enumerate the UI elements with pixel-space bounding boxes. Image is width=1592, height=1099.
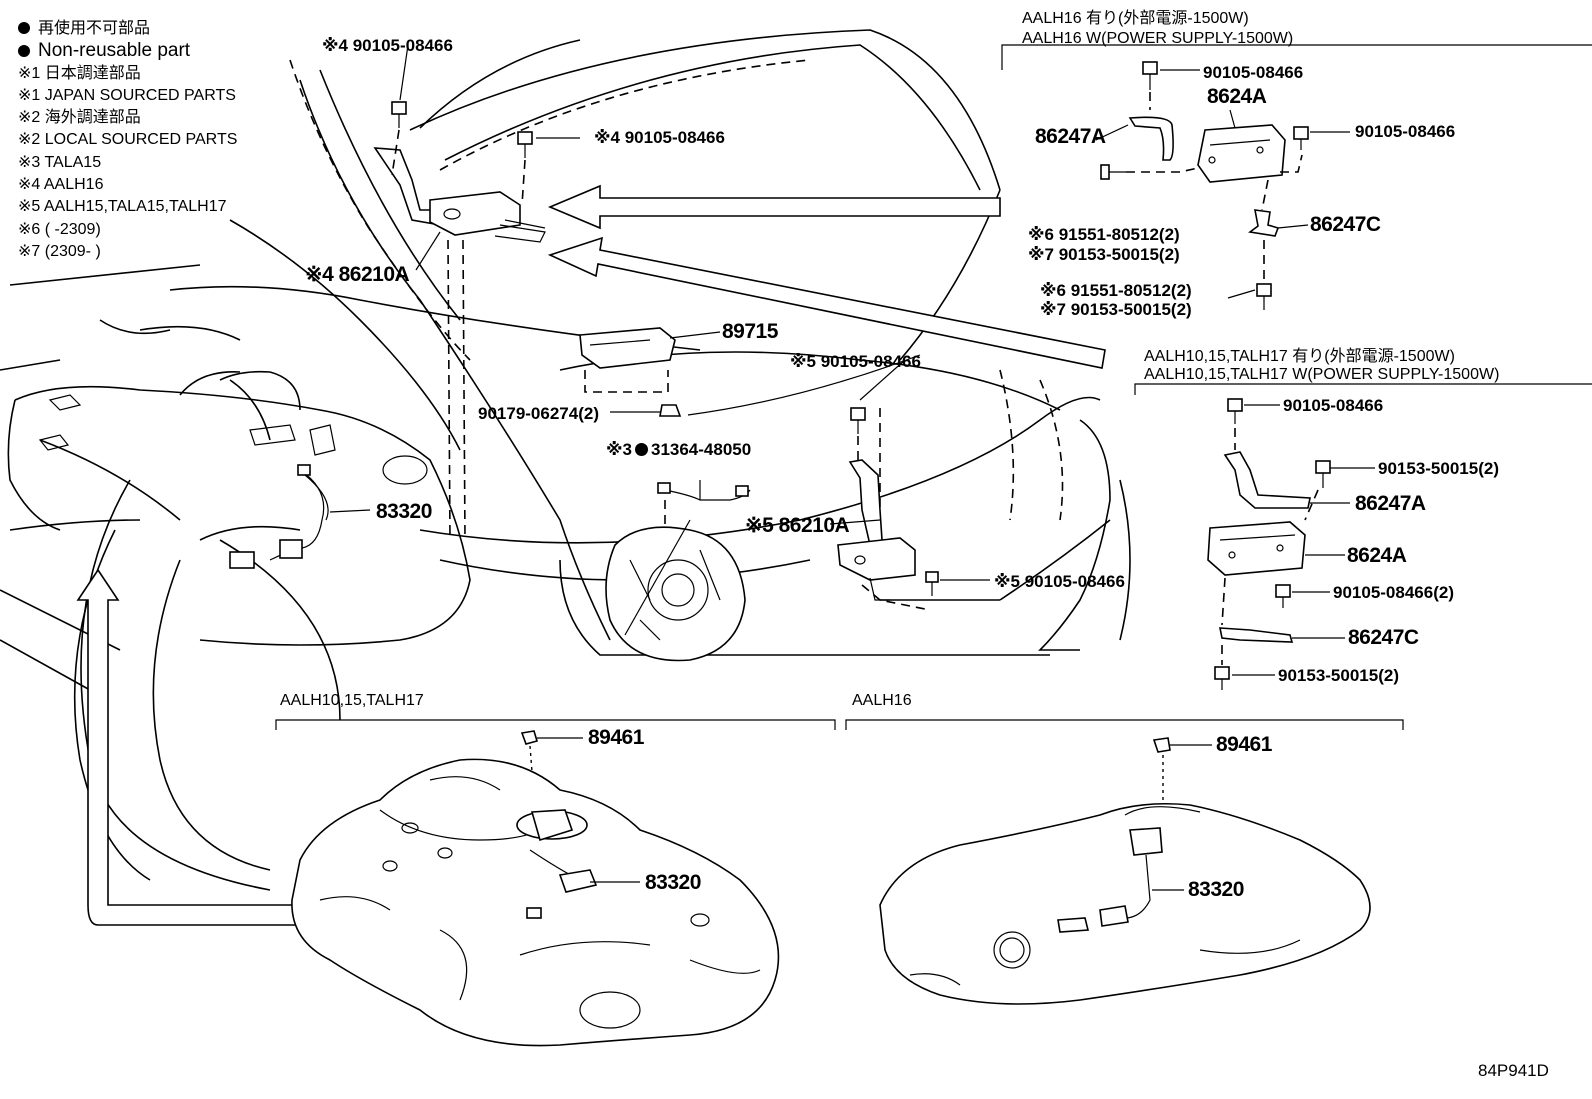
fuel-wiring-83320-main [229, 464, 371, 569]
ecu-86210a-middle [829, 359, 990, 611]
legend-note: ※3 TALA15 [18, 153, 102, 171]
part-label: 89715 [722, 320, 778, 343]
aalh16-group [1001, 44, 1592, 310]
legend-non-reusable-en: Non-reusable part [18, 40, 237, 62]
part-label: ※5 86210A [745, 514, 850, 537]
part-label: 90105-08466 [1355, 122, 1456, 141]
legend-non-reusable-ja: 再使用不可部品 [18, 18, 237, 40]
part-label: 8624A [1207, 85, 1267, 108]
part-label: ※5 90105-08466 [790, 352, 921, 371]
fuel-tank-aalh10 [275, 719, 836, 1047]
legend-note: ※2 LOCAL SOURCED PARTS [18, 131, 238, 149]
legend-note: ※2 海外調達部品 [18, 109, 141, 127]
part-number: 31364-48050 [650, 440, 752, 459]
part-label: 86247A [1355, 492, 1426, 515]
legend-text: Non-reusable part [38, 40, 191, 62]
part-label: 89461 [1216, 733, 1272, 756]
part-label: ※6 91551-80512(2) [1040, 281, 1192, 300]
part-label: 90153-50015(2) [1378, 459, 1499, 478]
part-89715 [579, 327, 921, 417]
ecu-86210a-upper [373, 44, 580, 541]
part-label: 8624A [1347, 544, 1407, 567]
legend-note: ※1 日本調達部品 [18, 64, 141, 82]
legend-note: ※5 AALH15,TALA15,TALH17 [18, 198, 227, 216]
assembly-arrows [76, 184, 1106, 926]
bullet-icon [18, 22, 30, 34]
diagram-id: 84P941D [1478, 1061, 1549, 1080]
part-label: 90105-08466 [1283, 396, 1384, 415]
part-label: 90105-08466 [1203, 63, 1304, 82]
part-label: 83320 [645, 871, 701, 894]
part-label: 89461 [588, 726, 644, 749]
part-label: ※6 91551-80512(2) [1028, 225, 1180, 244]
transmission-sensor [605, 480, 751, 662]
header-aalh10-ja: AALH10,15,TALH17 有り(外部電源-1500W) [1144, 348, 1455, 365]
non-reusable-icon [634, 443, 648, 456]
part-label: 90105-08466(2) [1333, 583, 1454, 602]
part-label: 83320 [1188, 878, 1244, 901]
part-label: ※4 90105-08466 [322, 36, 453, 55]
bullet-icon [18, 45, 30, 58]
legend-note: ※1 JAPAN SOURCED PARTS [18, 86, 236, 104]
legend-text: 再使用不可部品 [38, 20, 151, 37]
header-bottom-right: AALH16 [852, 692, 912, 709]
part-label: ※4 90105-08466 [594, 128, 725, 147]
part-label-31364: ※3 31364-48050 [606, 440, 751, 460]
part-label: ※5 90105-08466 [994, 572, 1125, 591]
part-label: ※7 90153-50015(2) [1040, 300, 1192, 319]
legend-note: ※6 ( -2309) [18, 220, 101, 238]
fuel-tank-aalh16 [845, 719, 1404, 1005]
header-aalh16-en: AALH16 W(POWER SUPPLY-1500W) [1022, 30, 1294, 47]
legend-note: ※7 (2309- ) [18, 242, 101, 260]
header-bottom-left: AALH10,15,TALH17 [280, 692, 424, 709]
legend-note: ※4 AALH16 [18, 176, 104, 194]
part-label: 90179-06274(2) [478, 404, 599, 423]
legend: 再使用不可部品 Non-reusable part ※1 日本調達部品 ※1 J… [18, 18, 237, 263]
header-aalh10-en: AALH10,15,TALH17 W(POWER SUPPLY-1500W) [1144, 366, 1500, 383]
part-label: ※7 90153-50015(2) [1028, 245, 1180, 264]
part-label: 90153-50015(2) [1278, 666, 1399, 685]
part-label: ※4 86210A [305, 263, 410, 286]
part-label: 86247C [1310, 213, 1381, 236]
part-label: 86247C [1348, 626, 1419, 649]
part-label: 83320 [376, 500, 432, 523]
header-aalh16-ja: AALH16 有り(外部電源-1500W) [1022, 10, 1249, 27]
aalh10-group [1134, 383, 1592, 690]
note-prefix: ※3 [606, 440, 632, 459]
part-label: 86247A [1035, 125, 1106, 148]
